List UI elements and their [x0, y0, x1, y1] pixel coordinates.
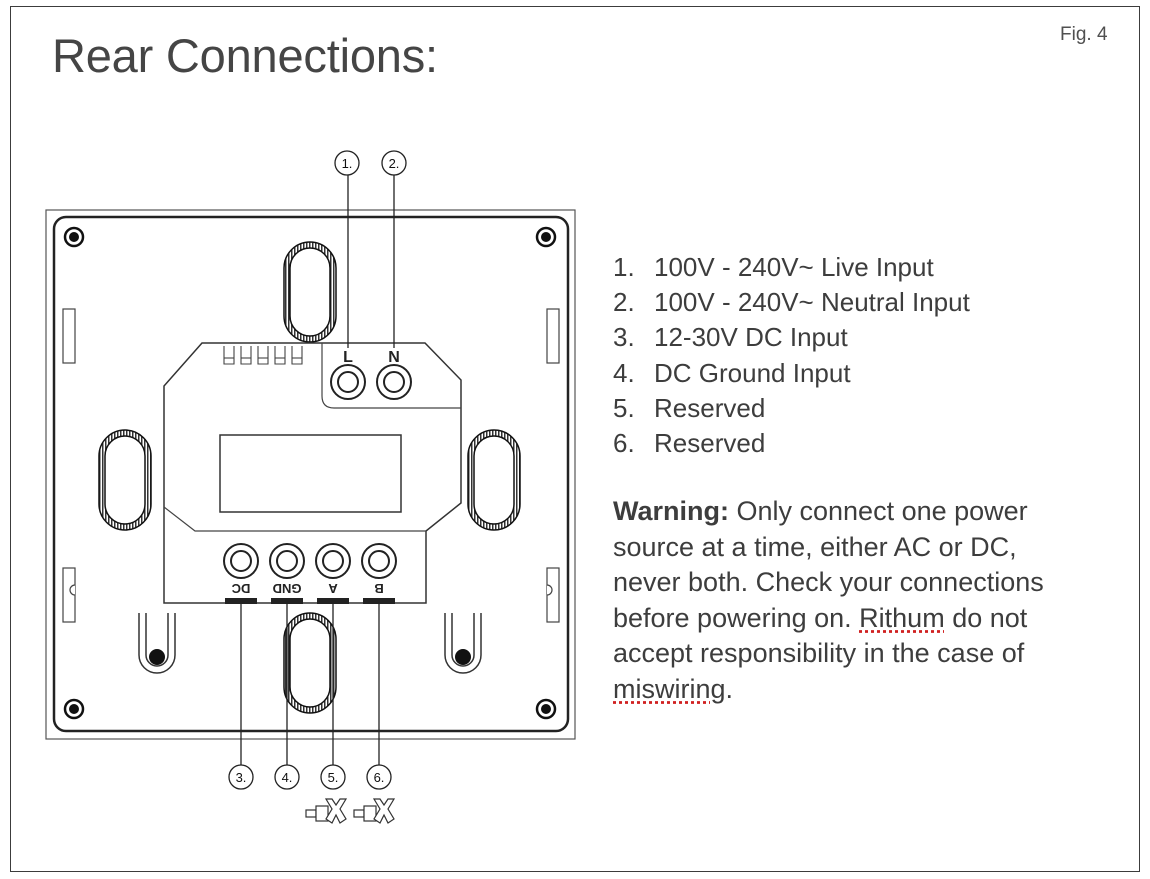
warning-text-2: do not accept responsibility in the case…: [613, 602, 1028, 669]
legend-number: 2.: [613, 287, 635, 318]
terminal-label-n: N: [388, 349, 400, 366]
clip-dot-right: [455, 649, 471, 665]
legend-item: 3. 12-30V DC Input: [613, 320, 970, 355]
terminal-label-dc: DC: [231, 581, 250, 596]
figure-frame: [10, 6, 1140, 872]
legend-item: 1. 100V - 240V~ Live Input: [613, 250, 970, 285]
leader-lines: [240, 175, 395, 765]
warning-text-1: Only connect one power source at a time,…: [613, 496, 1044, 633]
legend-text: Reserved: [654, 428, 766, 459]
legend-text: 100V - 240V~ Live Input: [654, 252, 934, 282]
side-slots: [62, 308, 560, 623]
mounting-slots: [98, 241, 521, 714]
callout-1-label: 1.: [342, 156, 353, 171]
connection-legend: 1. 100V - 240V~ Live Input 2. 100V - 240V~…: [613, 250, 970, 461]
terminal-label-gnd: GND: [273, 581, 302, 596]
callout-3: [228, 764, 254, 790]
warning-brand: Rithum: [859, 602, 945, 633]
legend-text: Reserved: [654, 392, 766, 423]
callout-6: [366, 764, 392, 790]
legend-text: 12-30V DC Input: [654, 322, 848, 353]
callout-5-label: 5.: [328, 770, 339, 785]
callout-6-label: 6.: [374, 770, 385, 785]
callout-2-label: 2.: [389, 156, 400, 171]
warning-last-word: miswiring: [613, 673, 726, 704]
legend-number: 4.: [613, 357, 635, 388]
callout-3-label: 3.: [236, 770, 247, 785]
legend-number: 6.: [613, 428, 635, 459]
no-connect-icon-6: [353, 798, 396, 824]
terminal-neutral: [376, 364, 412, 400]
callout-4-label: 4.: [282, 770, 293, 785]
terminal-label-b: B: [374, 581, 383, 596]
legend-text: DC Ground Input: [654, 357, 851, 388]
callout-5: [320, 764, 346, 790]
terminal-live: [330, 364, 366, 400]
warning-label: Warning:: [613, 496, 729, 526]
legend-item: 2. 100V - 240V~ Neutral Input: [613, 285, 970, 320]
pin-contacts: [223, 346, 303, 365]
corner-screws: [63, 226, 557, 720]
legend-item: 6. Reserved: [613, 426, 970, 461]
module-window: [219, 434, 402, 513]
warning-note: Warning: Only connect one power source a…: [613, 494, 1083, 707]
page-title: Rear Connections:: [52, 29, 438, 82]
warning-end: .: [725, 673, 734, 704]
legend-number: 5.: [613, 392, 635, 423]
legend-item: 5. Reserved: [613, 391, 970, 426]
no-connect-icon-5: [305, 798, 348, 824]
legend-item: 4. DC Ground Input: [613, 356, 970, 391]
clip-dot-left: [149, 649, 165, 665]
figure-label: Fig. 4: [1060, 24, 1108, 45]
callout-2: [381, 150, 407, 176]
terminal-label-a: A: [328, 581, 338, 596]
callout-4: [274, 764, 300, 790]
legend-number: 3.: [613, 322, 635, 353]
u-clips: [138, 613, 482, 674]
legend-text: 100V - 240V~ Neutral Input: [654, 287, 970, 318]
bottom-terminals: [223, 543, 397, 579]
legend-number: 1.: [613, 252, 635, 282]
callout-1: [334, 150, 360, 176]
terminal-label-l: L: [343, 349, 353, 366]
